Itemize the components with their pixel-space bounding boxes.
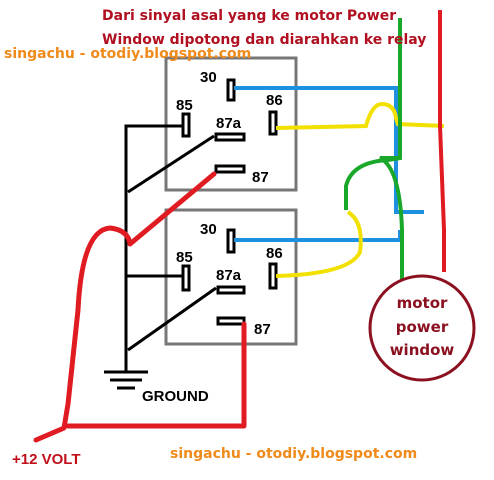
relay-bottom-label-87: 87 <box>254 321 271 338</box>
supply-wire-red <box>33 171 247 443</box>
title-line-2: Window dipotong dan diarahkan ke relay <box>102 32 426 48</box>
title-line-1: Dari sinyal asal yang ke motor Power <box>102 8 396 24</box>
relay-top-label-85: 85 <box>176 97 193 114</box>
relay-bottom-pin-30-contact <box>226 228 236 254</box>
relay-bottom-label-85: 85 <box>176 249 193 266</box>
relay-top-pin-85-contact <box>181 112 191 138</box>
relay-top-pin-87-contact <box>214 164 246 174</box>
ground-symbol <box>104 370 148 390</box>
motor-label-line-3: window <box>390 341 455 359</box>
relay-top-label-86: 86 <box>266 92 283 109</box>
motor-wire-green <box>344 18 404 282</box>
motor-power-window <box>368 274 476 382</box>
ground-wire <box>124 124 183 372</box>
motor-label-line-1: motor <box>397 294 448 312</box>
relay-top-pin-86-contact <box>268 110 278 136</box>
relay-bottom-label-86: 86 <box>266 245 283 262</box>
relay-bottom-pin-30-wire-blue <box>234 230 402 242</box>
relay-bottom-pin-86-contact <box>268 262 278 290</box>
supply-label: +12 VOLT <box>12 451 81 468</box>
motor-label-line-2: power <box>396 318 449 336</box>
relay-top-label-30: 30 <box>200 69 217 86</box>
relay-top-label-87a: 87a <box>216 115 242 132</box>
relay-bottom-pin-85-contact <box>181 264 191 292</box>
relay-bottom-pin-87a-contact <box>216 285 246 295</box>
credit-top: singachu - otodiy.blogspot.com <box>4 46 251 62</box>
relay-top-pin-87a-contact <box>214 132 246 142</box>
relay-bottom-label-30: 30 <box>200 221 217 238</box>
relay-top-pin-30-contact <box>226 78 236 102</box>
relay-bottom-switch-arm <box>127 286 217 352</box>
relay-top-box <box>164 56 298 192</box>
relay-bottom-label-87a: 87a <box>216 267 242 284</box>
relay-top-switch-arm <box>127 134 215 194</box>
relay-top-pin-30-wire-blue <box>234 86 424 214</box>
relay-bottom-pin-87-contact <box>216 316 246 326</box>
relay-top-pin-86-wire-yellow <box>275 101 445 130</box>
credit-bottom: singachu - otodiy.blogspot.com <box>170 446 417 462</box>
motor-wire-red <box>438 10 446 272</box>
ground-label: GROUND <box>142 388 209 405</box>
relay-bottom-pin-86-wire-yellow <box>275 210 363 278</box>
relay-top-label-87: 87 <box>252 169 269 186</box>
